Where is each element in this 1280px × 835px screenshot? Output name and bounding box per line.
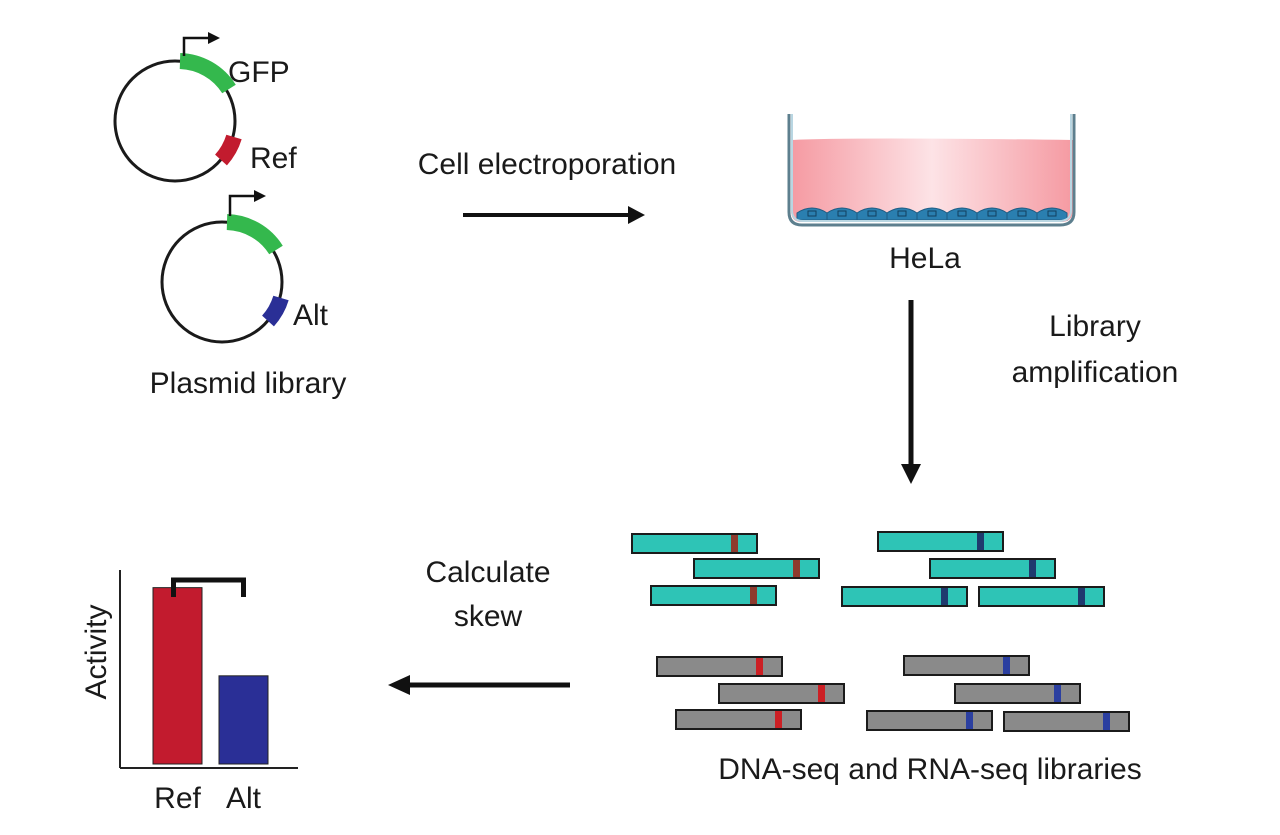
cell-line-label: HeLa [889, 242, 961, 275]
cell-nucleus [1017, 210, 1027, 217]
dna-read-alt [841, 586, 968, 607]
hela-cell [1036, 207, 1068, 221]
read-body [866, 710, 993, 731]
alt-variant-block [261, 295, 289, 327]
rna-read-alt [1003, 711, 1130, 732]
significance-bracket [171, 577, 246, 597]
variant-marker [977, 533, 984, 550]
variant-marker [1029, 560, 1036, 577]
plasmid-library-caption: Plasmid library [150, 367, 347, 400]
left-arrow-icon [388, 675, 410, 695]
y-axis-label: Activity [80, 604, 113, 699]
promoter-arrow-icon [228, 194, 258, 216]
culture-media [791, 138, 1073, 222]
hela-cell-layer [796, 207, 1068, 221]
cell-nucleus [867, 210, 877, 217]
right-arrow-icon [628, 206, 645, 224]
ref-variant-block [214, 134, 242, 166]
read-body [1003, 711, 1130, 732]
variant-marker [1003, 657, 1010, 674]
dna-read-alt [877, 531, 1004, 552]
dna-read-ref [631, 533, 758, 554]
dna-read-alt [978, 586, 1105, 607]
read-body [929, 558, 1056, 579]
rna-read-alt [866, 710, 993, 731]
promoter-arrow-icon [182, 36, 212, 56]
dna-read-alt [929, 558, 1056, 579]
read-body [693, 558, 820, 579]
read-body [675, 709, 802, 730]
variant-marker [750, 587, 757, 604]
variant-marker [1054, 685, 1061, 702]
rna-read-ref [718, 683, 845, 704]
gfp-gene [179, 53, 236, 94]
read-body [877, 531, 1004, 552]
rna-read-ref [675, 709, 802, 730]
bar-ref [152, 587, 203, 765]
cell-nucleus [927, 210, 937, 217]
amplification-label-line2: amplification [1012, 356, 1179, 389]
electroporation-label: Cell electroporation [418, 148, 676, 181]
plasmid-backbone [160, 220, 284, 344]
bar-alt [218, 675, 269, 765]
promoter-arrowhead-icon [254, 190, 266, 202]
culture-dish [787, 114, 1076, 227]
variant-marker [793, 560, 800, 577]
dna-read-ref [650, 585, 777, 606]
x-tick-label-ref: Ref [154, 782, 201, 815]
promoter-arrowhead-icon [208, 32, 220, 44]
plasmid-ref: GFP Ref [113, 32, 297, 183]
ref-label: Ref [250, 142, 297, 175]
sequencing-reads [631, 531, 1130, 732]
read-body [650, 585, 777, 606]
x-tick-label-alt: Alt [226, 782, 262, 815]
cell-nucleus [897, 210, 907, 217]
read-body [978, 586, 1105, 607]
variant-marker [756, 658, 763, 675]
read-body [841, 586, 968, 607]
read-body [903, 655, 1030, 676]
dna-read-ref [693, 558, 820, 579]
cell-nucleus [837, 210, 847, 217]
read-body [954, 683, 1081, 704]
amplification-label-line1: Library [1049, 310, 1141, 343]
down-arrow-icon [901, 464, 921, 484]
gfp-gene [226, 214, 283, 255]
read-body [656, 656, 783, 677]
gfp-label: GFP [228, 56, 290, 89]
read-body [718, 683, 845, 704]
plasmid-backbone [113, 59, 237, 183]
rna-read-alt [903, 655, 1030, 676]
rna-read-alt [954, 683, 1081, 704]
skew-label-line2: skew [454, 600, 523, 633]
skew-label-line1: Calculate [425, 556, 550, 589]
variant-marker [966, 712, 973, 729]
plasmid-alt: Alt [160, 190, 329, 344]
cell-nucleus [1047, 210, 1057, 217]
dish-wall [787, 114, 1076, 227]
variant-marker [731, 535, 738, 552]
rna-read-ref [656, 656, 783, 677]
variant-marker [1078, 588, 1085, 605]
variant-marker [941, 588, 948, 605]
variant-marker [775, 711, 782, 728]
cell-nucleus [957, 210, 967, 217]
cell-nucleus [807, 210, 817, 217]
activity-bar-chart: Activity Ref Alt [80, 570, 298, 815]
variant-marker [1103, 713, 1110, 730]
variant-marker [818, 685, 825, 702]
read-body [631, 533, 758, 554]
alt-label: Alt [293, 299, 329, 332]
libraries-caption: DNA-seq and RNA-seq libraries [718, 753, 1142, 786]
cell-nucleus [987, 210, 997, 217]
